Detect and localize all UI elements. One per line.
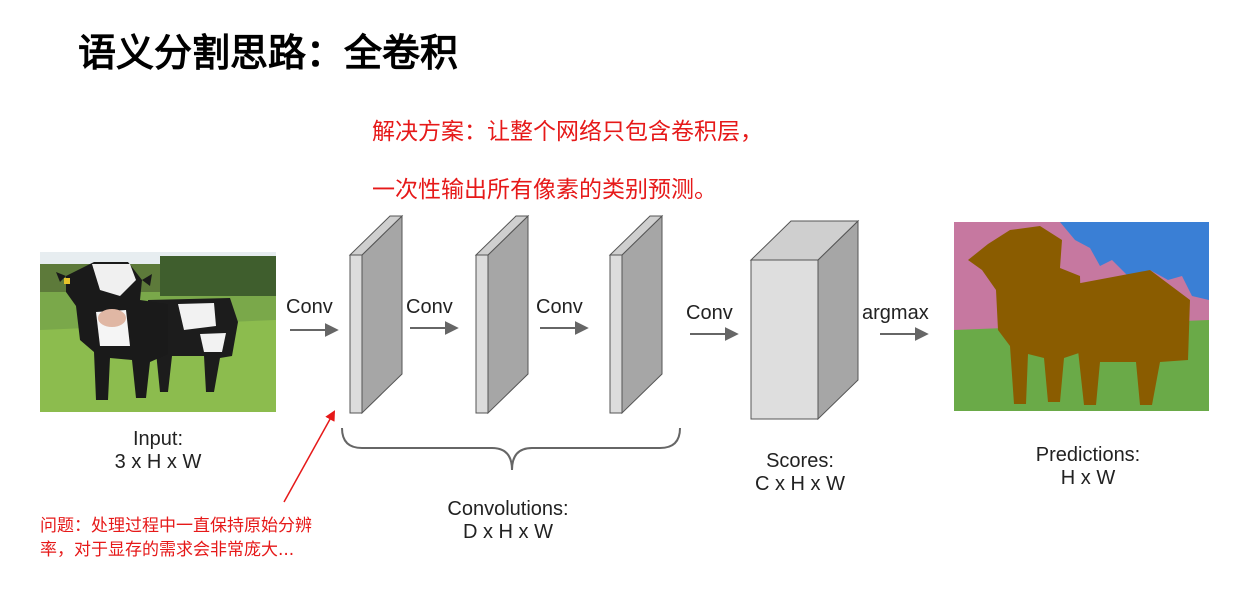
input-caption: Input: 3 x H x W [98,428,218,474]
conv-label-3: Conv [536,296,583,318]
conv-label-4: Conv [686,302,733,324]
convolutions-dims: D x H x W [463,521,553,543]
feature-layer-1 [348,214,404,415]
input-label: Input: [132,428,184,450]
scores-dims: C x H x W [755,473,845,495]
problem-note: 问题：处理过程中一直保持原始分辨率，对于显存的需求会非常庞大... [40,516,312,560]
predictions-dims: H x W [1060,467,1116,489]
slide-title: 语义分割思路：全卷积 [78,31,459,75]
scores-label: Scores: [766,450,834,472]
convolutions-brace [341,427,681,471]
prediction-segmentation-map [954,222,1209,411]
feature-layer-3 [608,214,664,415]
scores-caption: Scores: C x H x W [738,450,862,496]
input-dims: 3 x H x W [114,451,202,473]
conv-label-1: Conv [286,296,333,318]
problem-pointer-arrow [283,410,336,503]
solution-text-line-1: 解决方案：让整个网络只包含卷积层， [372,119,763,145]
conv-label-2: Conv [406,296,453,318]
convolutions-label: Convolutions: [447,498,569,520]
input-cow-photo [40,252,276,412]
argmax-label: argmax [862,302,929,324]
convolutions-caption: Convolutions: D x H x W [428,498,588,544]
scores-block [749,219,860,421]
feature-layer-2 [474,214,530,415]
solution-text-line-2: 一次性输出所有像素的类别预测。 [372,177,717,203]
predictions-label: Predictions: [1035,444,1141,466]
predictions-caption: Predictions: H x W [1018,444,1158,490]
